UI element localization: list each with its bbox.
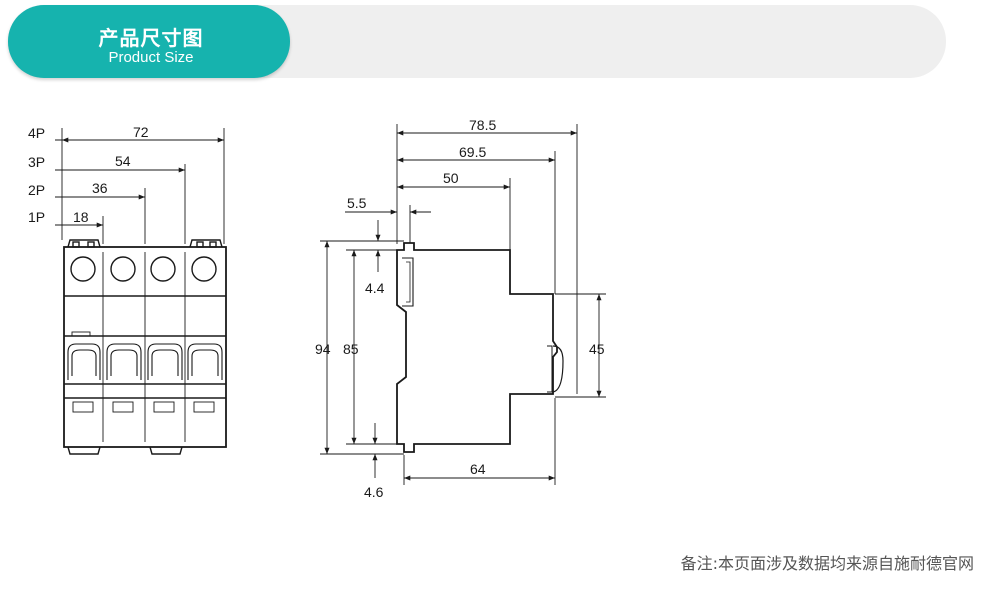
width-dim-2p: 36	[92, 180, 108, 196]
section-title-pill: 产品尺寸图 Product Size	[8, 5, 290, 78]
breaker-side-profile	[396, 242, 558, 453]
pole-label-4p: 4P	[28, 125, 45, 141]
clip-offset-dim-5-5: 5.5	[347, 195, 367, 211]
side-view	[320, 124, 606, 485]
bottom-offset-dim-4-6: 4.6	[364, 484, 384, 500]
top-offset-dim-4-4: 4.4	[365, 280, 385, 296]
width-dim-4p: 72	[133, 124, 149, 140]
section-subtitle: Product Size	[108, 49, 194, 66]
depth-dim-50: 50	[443, 170, 459, 186]
depth-dim-78-5: 78.5	[469, 117, 496, 133]
side-dimension-lines	[320, 124, 606, 485]
pole-label-1p: 1P	[28, 209, 45, 225]
height-dim-94: 94	[315, 341, 331, 357]
breaker-body	[63, 246, 227, 448]
front-dimension-lines	[55, 128, 225, 244]
depth-dim-69-5: 69.5	[459, 144, 486, 160]
width-dim-3p: 54	[115, 153, 131, 169]
front-view	[55, 128, 227, 455]
height-dim-45: 45	[589, 341, 605, 357]
pole-label-2p: 2P	[28, 182, 45, 198]
height-dim-85: 85	[343, 341, 359, 357]
width-dim-1p: 18	[73, 209, 89, 225]
base-depth-dim-64: 64	[470, 461, 486, 477]
section-title: 产品尺寸图	[98, 26, 204, 50]
footnote: 备注:本页面涉及数据均来源自施耐德官网	[680, 554, 974, 573]
pole-label-3p: 3P	[28, 154, 45, 170]
